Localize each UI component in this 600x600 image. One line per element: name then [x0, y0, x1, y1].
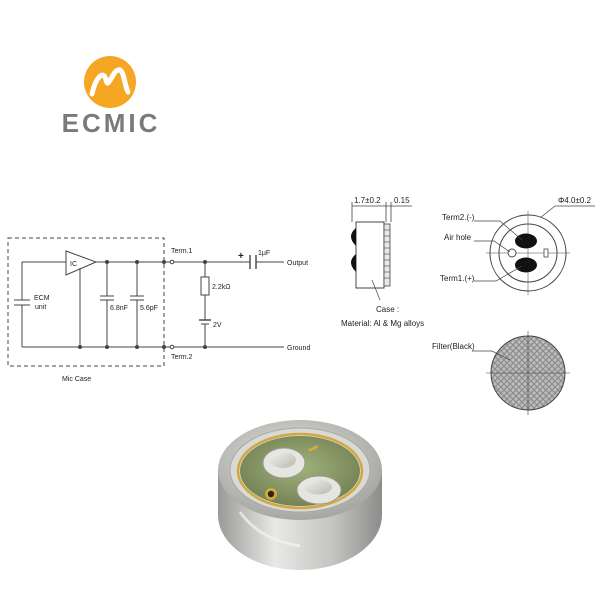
ground-label: Ground [287, 345, 310, 352]
ic-label: IC [70, 261, 77, 268]
resistor-label: 2.2kΩ [212, 284, 230, 291]
mic-case-label: Mic Case [62, 376, 91, 383]
back-view-drawing: Filter(Black) [432, 331, 570, 415]
output-label: Output [287, 260, 308, 267]
capacitor-label: 1μF [258, 250, 270, 257]
cap1-label: 6.8nF [110, 305, 128, 312]
product-photo [218, 420, 382, 570]
brand-name: ECMIC [62, 108, 161, 138]
side-terminal-top [351, 228, 356, 246]
front-terminal2-pad [515, 233, 537, 249]
air-hole-callout: Air hole [444, 233, 472, 242]
ic-amplifier-icon [65, 250, 98, 276]
resistor-icon [200, 276, 210, 296]
front-diameter-dim: Φ4.0±0.2 [558, 196, 592, 205]
filter-callout: Filter(Black) [432, 342, 475, 351]
side-thickness-dim: 1.7±0.2 [354, 196, 381, 205]
term1-label: Term.1 [171, 248, 193, 255]
side-terminal-bottom [351, 254, 356, 272]
front-view-drawing: Φ4.0±0.2 Term2.(-) Air hole Term1.(+) [440, 196, 595, 295]
ecm-unit-label: unit [35, 304, 46, 311]
circuit-labels: IC ECM unit 6.8nF 5.6pF Term.1 Term.2 2.… [34, 248, 310, 383]
term2-callout: Term2.(-) [442, 213, 475, 222]
front-terminal1-pad [515, 257, 537, 273]
voltage-label: 2V [213, 322, 222, 329]
circuit-diagram [7, 237, 284, 367]
front-air-hole [507, 248, 517, 258]
case-label: Case : [376, 305, 399, 314]
brand-logo: ECMIC [62, 56, 161, 138]
side-view-drawing: 1.7±0.2 0.15 Case : Material: Al & Mg al… [341, 196, 424, 328]
side-offset-dim: 0.15 [394, 196, 410, 205]
ecm-label: ECM [34, 295, 50, 302]
case-material-label: Material: Al & Mg alloys [341, 319, 424, 328]
mic-gold-ring [236, 432, 364, 510]
side-case-body [355, 221, 385, 289]
term1-callout: Term1.(+) [440, 274, 475, 283]
term2-label: Term.2 [171, 354, 193, 361]
cap2-label: 5.6pF [140, 305, 158, 312]
mic-case-outline [7, 237, 165, 367]
plus-label: + [238, 251, 244, 262]
